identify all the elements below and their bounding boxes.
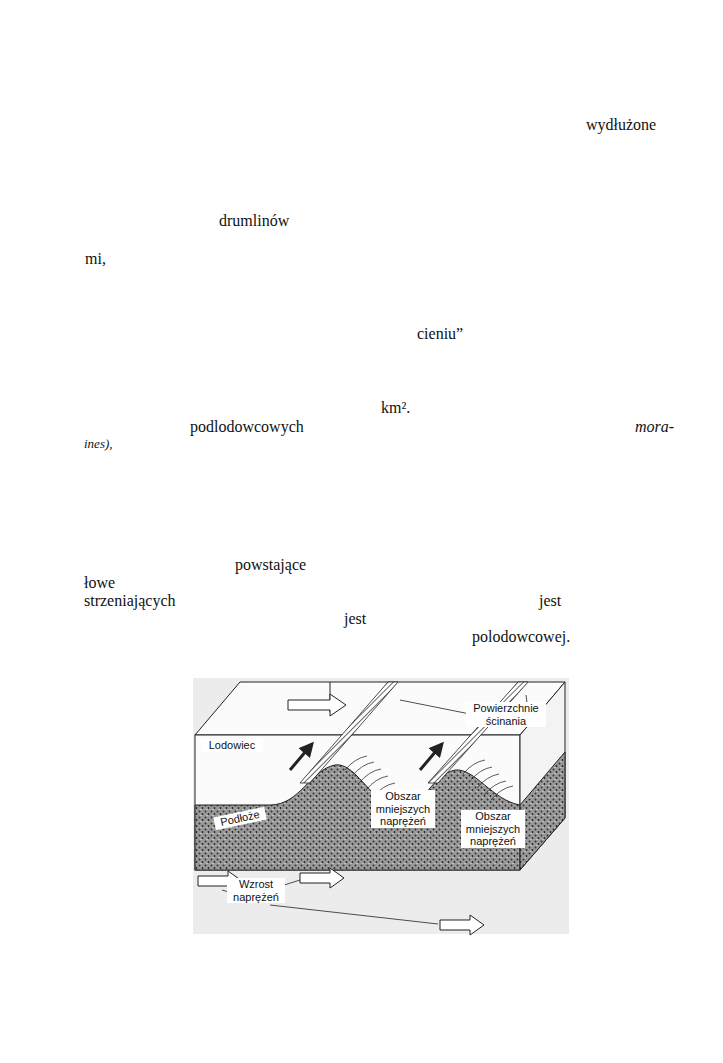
body-text: drumlinów (219, 212, 289, 230)
body-text: polodowcowej. (472, 628, 570, 646)
body-text: cieniu” (417, 325, 463, 343)
body-text: łowe (84, 574, 115, 592)
figure-label: Powierzchnie ścinania (466, 702, 546, 727)
body-text: km². (381, 399, 410, 417)
body-text: mi, (85, 250, 106, 268)
body-text: wydłużone (586, 116, 656, 134)
figure-label: Wzrost naprężeń (227, 878, 285, 903)
body-text: ines), (84, 437, 113, 452)
body-text: jest (344, 610, 366, 628)
body-text: powstające (235, 556, 306, 574)
body-text: mora- (635, 418, 674, 436)
body-text: podlodowcowych (190, 418, 304, 436)
figure-label: Lodowiec (201, 739, 263, 752)
figure-label: Obszar mniejszych naprężeń (371, 790, 435, 828)
body-text: strzeniających (84, 592, 176, 610)
figure-label: Obszar mniejszych naprężeń (461, 810, 525, 848)
body-text: jest (539, 592, 561, 610)
